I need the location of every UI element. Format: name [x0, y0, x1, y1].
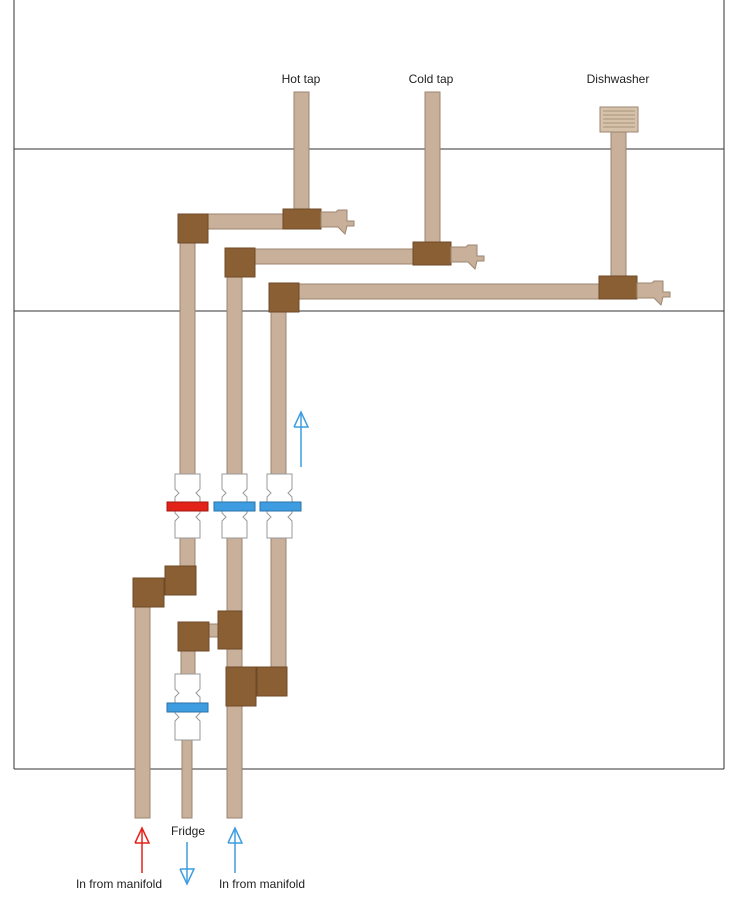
fridge-riser-pipe: [180, 647, 196, 677]
hot-isolation-valve: [166, 473, 209, 539]
cold-lower-pipe: [226, 537, 243, 615]
fridge-isolation-valve: [166, 673, 209, 741]
up-arrow-icon: [293, 410, 310, 467]
up-arrow-icon: [134, 826, 151, 873]
up-arrow-icon: [227, 826, 244, 873]
fridge-label: Fridge: [171, 824, 205, 838]
hot-inlet-label: In from manifold: [76, 877, 162, 891]
cold-valve-handle: [213, 501, 256, 512]
dishwasher-valve-handle: [259, 501, 302, 512]
fridge-branch-tee: [217, 610, 243, 650]
cold-tap-tee: [412, 241, 452, 266]
cabinet-outline: [13, 0, 725, 770]
hot-tap-tee: [282, 208, 322, 230]
cold-supply-line: [226, 91, 441, 819]
hot-valve-handle: [166, 501, 209, 512]
tap-outlet-icon: [450, 244, 485, 270]
cold-elbow-top: [224, 247, 256, 278]
dishwasher-isolation-valve: [259, 473, 302, 539]
tap-outlet-icon: [636, 280, 671, 306]
hot-riser-pipe: [293, 91, 310, 219]
dishwasher-elbow-lower: [256, 666, 288, 697]
cold-inlet-label: In from manifold: [219, 877, 305, 891]
dishwasher-tee: [598, 275, 638, 300]
hot-elbow-lower-left: [132, 577, 165, 608]
fridge-valve-handle: [166, 702, 209, 713]
fridge-elbow: [177, 621, 210, 652]
threaded-connector-icon: [599, 106, 639, 133]
cold-vertical-pipe: [226, 271, 243, 475]
dishwasher-vertical-pipe: [270, 305, 287, 475]
hot-elbow-top: [177, 213, 209, 244]
dishwasher-supply-line: [253, 129, 627, 695]
cold-tap-label: Cold tap: [409, 72, 454, 86]
dishwasher-riser-pipe: [610, 129, 627, 281]
cold-isolation-valve: [213, 473, 256, 539]
hot-branch-pipe: [199, 213, 291, 230]
dishwasher-label: Dishwasher: [587, 72, 650, 86]
hot-inlet-pipe: [134, 599, 151, 819]
hot-elbow-lower-right: [164, 565, 197, 596]
cold-riser-pipe: [424, 91, 441, 247]
dishwasher-lower-pipe: [270, 537, 287, 671]
hot-vertical-pipe: [179, 237, 196, 475]
hot-tap-label: Hot tap: [282, 72, 321, 86]
dishwasher-branch-pipe: [293, 283, 602, 300]
cold-branch-pipe: [249, 248, 416, 265]
down-arrow-icon: [179, 842, 196, 886]
dishwasher-elbow-top: [268, 282, 300, 313]
tap-outlet-icon: [320, 209, 355, 235]
hot-lower-pipe: [179, 537, 196, 569]
dishwasher-branch-tee: [225, 666, 257, 707]
fridge-outlet-pipe: [181, 739, 193, 819]
